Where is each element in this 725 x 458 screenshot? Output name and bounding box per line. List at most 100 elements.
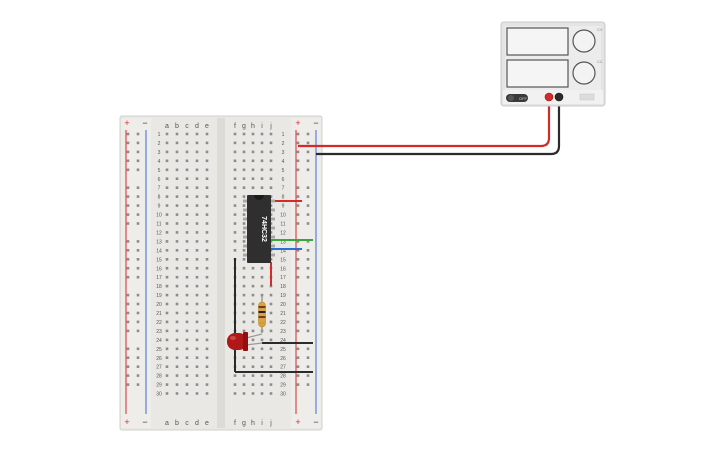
breadboard-hole[interactable] <box>260 275 264 279</box>
breadboard-hole[interactable] <box>296 150 300 154</box>
breadboard-hole[interactable] <box>260 338 264 342</box>
breadboard-hole[interactable] <box>185 240 189 243</box>
breadboard-hole[interactable] <box>195 284 199 288</box>
breadboard-hole[interactable] <box>242 177 246 180</box>
breadboard-hole[interactable] <box>251 275 255 279</box>
breadboard-hole[interactable] <box>251 150 255 154</box>
breadboard-hole[interactable] <box>195 222 199 225</box>
breadboard-hole[interactable] <box>205 222 209 225</box>
breadboard-hole[interactable] <box>306 222 310 225</box>
breadboard-hole[interactable] <box>136 186 140 189</box>
breadboard-hole[interactable] <box>205 284 209 288</box>
breadboard-hole[interactable] <box>195 177 199 180</box>
breadboard-hole[interactable] <box>195 141 199 145</box>
breadboard-hole[interactable] <box>296 365 300 368</box>
breadboard-hole[interactable] <box>195 365 199 368</box>
breadboard-hole[interactable] <box>175 258 179 261</box>
breadboard-hole[interactable] <box>126 320 130 324</box>
breadboard-hole[interactable] <box>165 132 169 136</box>
breadboard-hole[interactable] <box>205 374 209 377</box>
breadboard-hole[interactable] <box>260 356 264 359</box>
breadboard-hole[interactable] <box>185 320 189 324</box>
breadboard-hole[interactable] <box>136 320 140 324</box>
breadboard-hole[interactable] <box>242 392 246 395</box>
breadboard-hole[interactable] <box>165 347 169 351</box>
breadboard-hole[interactable] <box>233 213 237 216</box>
breadboard-hole[interactable] <box>260 284 264 288</box>
breadboard-hole[interactable] <box>251 186 255 189</box>
breadboard-hole[interactable] <box>269 320 273 324</box>
breadboard-hole[interactable] <box>242 293 246 297</box>
breadboard-hole[interactable] <box>205 302 209 306</box>
breadboard-hole[interactable] <box>242 275 246 279</box>
breadboard-hole[interactable] <box>126 374 130 377</box>
breadboard-hole[interactable] <box>175 249 179 252</box>
breadboard-hole[interactable] <box>185 383 189 386</box>
breadboard-hole[interactable] <box>175 311 179 315</box>
breadboard-hole[interactable] <box>205 186 209 189</box>
breadboard-hole[interactable] <box>185 302 189 306</box>
breadboard-hole[interactable] <box>233 249 237 252</box>
breadboard-hole[interactable] <box>126 347 130 351</box>
breadboard-hole[interactable] <box>251 266 255 270</box>
breadboard-hole[interactable] <box>165 275 169 279</box>
breadboard-hole[interactable] <box>175 320 179 324</box>
resistor[interactable] <box>258 296 266 333</box>
breadboard-hole[interactable] <box>242 132 246 136</box>
breadboard-hole[interactable] <box>136 195 140 198</box>
breadboard-hole[interactable] <box>306 249 310 252</box>
breadboard-hole[interactable] <box>165 186 169 189</box>
breadboard-hole[interactable] <box>251 320 255 324</box>
breadboard-hole[interactable] <box>269 365 273 368</box>
breadboard-hole[interactable] <box>195 168 199 172</box>
breadboard-hole[interactable] <box>306 329 310 333</box>
breadboard-hole[interactable] <box>175 222 179 225</box>
breadboard-hole[interactable] <box>296 320 300 324</box>
breadboard-hole[interactable] <box>205 168 209 172</box>
breadboard-hole[interactable] <box>185 141 189 145</box>
breadboard-hole[interactable] <box>175 231 179 234</box>
breadboard-hole[interactable] <box>175 329 179 333</box>
breadboard-hole[interactable] <box>296 213 300 216</box>
breadboard-hole[interactable] <box>233 204 237 207</box>
breadboard-hole[interactable] <box>175 204 179 207</box>
breadboard-hole[interactable] <box>296 311 300 315</box>
breadboard-hole[interactable] <box>195 132 199 136</box>
breadboard-hole[interactable] <box>126 365 130 368</box>
breadboard-hole[interactable] <box>185 132 189 136</box>
breadboard-hole[interactable] <box>306 275 310 279</box>
breadboard-hole[interactable] <box>136 213 140 216</box>
breadboard-hole[interactable] <box>136 293 140 297</box>
breadboard-hole[interactable] <box>175 302 179 306</box>
breadboard-hole[interactable] <box>242 374 246 377</box>
breadboard-hole[interactable] <box>233 222 237 225</box>
breadboard-hole[interactable] <box>205 365 209 368</box>
breadboard-hole[interactable] <box>251 141 255 145</box>
breadboard-hole[interactable] <box>306 186 310 189</box>
breadboard-hole[interactable] <box>269 302 273 306</box>
breadboard-hole[interactable] <box>165 249 169 252</box>
breadboard-hole[interactable] <box>195 231 199 234</box>
breadboard-hole[interactable] <box>251 347 255 351</box>
power-supply[interactable]: CV CC OFF <box>500 21 606 107</box>
breadboard-hole[interactable] <box>205 150 209 154</box>
breadboard-hole[interactable] <box>260 150 264 154</box>
breadboard-hole[interactable] <box>306 195 310 198</box>
breadboard-hole[interactable] <box>260 392 264 395</box>
breadboard-hole[interactable] <box>233 168 237 172</box>
breadboard-hole[interactable] <box>136 141 140 145</box>
breadboard-hole[interactable] <box>242 213 246 216</box>
breadboard-hole[interactable] <box>175 132 179 136</box>
breadboard-hole[interactable] <box>296 275 300 279</box>
breadboard-hole[interactable] <box>175 240 179 243</box>
breadboard-hole[interactable] <box>185 392 189 395</box>
breadboard-hole[interactable] <box>185 293 189 297</box>
breadboard-hole[interactable] <box>242 266 246 270</box>
breadboard-hole[interactable] <box>233 132 237 136</box>
breadboard-hole[interactable] <box>165 266 169 270</box>
led[interactable] <box>227 332 263 351</box>
breadboard-hole[interactable] <box>136 150 140 154</box>
breadboard-hole[interactable] <box>260 186 264 189</box>
breadboard-hole[interactable] <box>136 329 140 333</box>
breadboard-hole[interactable] <box>260 132 264 136</box>
